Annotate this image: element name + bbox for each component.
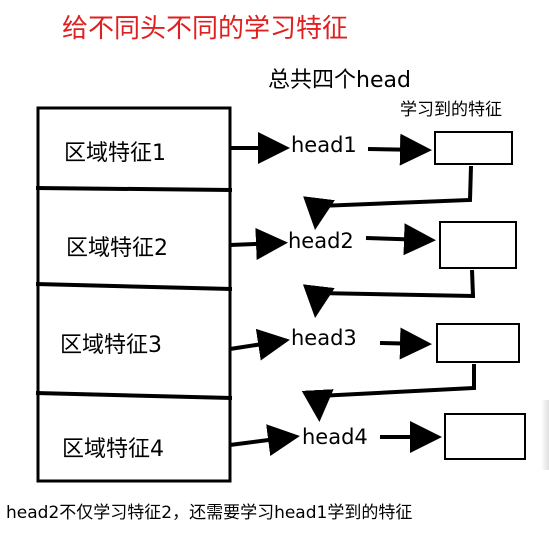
learned-feature-box-1: [434, 131, 513, 165]
region-feature-3-label: 区域特征3: [60, 333, 162, 358]
region3-to-head3-arrow: [229, 328, 290, 361]
feature1-to-head2-arrow: [303, 165, 473, 230]
region4-to-head4-arrow: [229, 424, 300, 456]
learned-feature-box-3: [436, 323, 520, 363]
head-2-label: head2: [288, 229, 354, 253]
head3-to-feature3-arrow: [379, 327, 432, 360]
head-1-label: head1: [291, 133, 357, 157]
head-3-label: head3: [291, 326, 357, 350]
footer-explanation: head2不仅学习特征2，还需要学习head1学到的特征: [6, 503, 413, 523]
head-count-subtitle: 总共四个head: [268, 68, 411, 93]
region2-to-head2-arrow: [229, 227, 288, 260]
scroll-edge-shadow: [541, 400, 549, 470]
feature3-to-head4-arrow: [301, 364, 476, 422]
head1-to-feature1-arrow: [367, 133, 432, 166]
region-feature-4-label: 区域特征4: [62, 437, 164, 462]
learned-feature-box-4: [444, 413, 526, 460]
region-divider-2: [35, 282, 233, 291]
region-feature-1-label: 区域特征1: [64, 141, 166, 166]
diagram-title: 给不同头不同的学习特征: [62, 14, 349, 44]
feature2-to-head3-arrow: [302, 269, 476, 318]
learned-feature-box-2: [439, 221, 517, 269]
head-4-label: head4: [302, 425, 368, 449]
region-divider-1: [35, 186, 233, 192]
learned-features-label: 学习到的特征: [400, 100, 502, 120]
region-stack-box: [36, 106, 232, 483]
region-feature-2-label: 区域特征2: [66, 236, 168, 261]
head2-to-feature2-arrow: [365, 223, 436, 256]
region-divider-3: [35, 391, 233, 400]
